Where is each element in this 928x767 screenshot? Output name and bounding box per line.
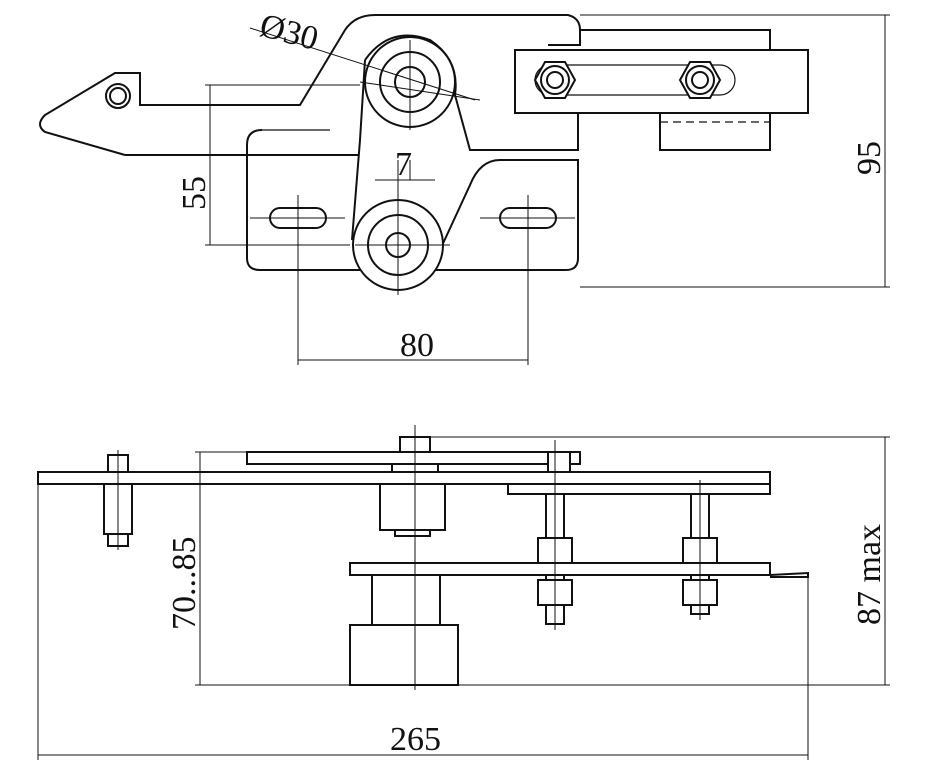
spacer-block bbox=[379, 483, 446, 531]
lower-plate bbox=[349, 562, 771, 576]
dim-70-85 bbox=[195, 451, 350, 686]
base-plate bbox=[246, 129, 579, 271]
side-view: 70...85 87 max 265 bbox=[37, 425, 890, 760]
top-plate bbox=[246, 451, 581, 465]
dim-265-label: 265 bbox=[390, 721, 441, 758]
nut-1 bbox=[533, 61, 577, 99]
dim-70-85-label: 70...85 bbox=[166, 537, 203, 631]
dim-95-label: 95 bbox=[851, 141, 888, 175]
link-arm bbox=[351, 59, 366, 241]
lower-block bbox=[349, 624, 459, 686]
dim-87-max-label: 87 max bbox=[851, 524, 888, 625]
lever-pin bbox=[105, 83, 131, 109]
dim-7 bbox=[375, 160, 435, 181]
dim-7-label: 7 bbox=[395, 146, 412, 183]
dim-55-label: 55 bbox=[176, 176, 213, 210]
dim-diameter-label: Ø30 bbox=[256, 7, 322, 58]
dim-55 bbox=[205, 84, 360, 246]
dim-265 bbox=[37, 484, 809, 760]
spacer-washer bbox=[394, 529, 431, 537]
second-plate bbox=[507, 483, 771, 495]
main-plate bbox=[37, 471, 771, 485]
top-view: 80 55 7 Ø30 95 bbox=[39, 7, 890, 365]
dim-95 bbox=[580, 14, 890, 288]
stud-link bbox=[547, 451, 571, 473]
dim-diameter-leader bbox=[249, 27, 476, 101]
nut-2 bbox=[678, 61, 722, 99]
lever-pin-inner bbox=[109, 87, 127, 105]
lever-arm bbox=[39, 14, 581, 156]
lower-plate-tip bbox=[769, 571, 809, 578]
lower-spacer bbox=[371, 574, 441, 626]
dim-87-max bbox=[430, 436, 890, 686]
dim-80-label: 80 bbox=[400, 327, 434, 364]
